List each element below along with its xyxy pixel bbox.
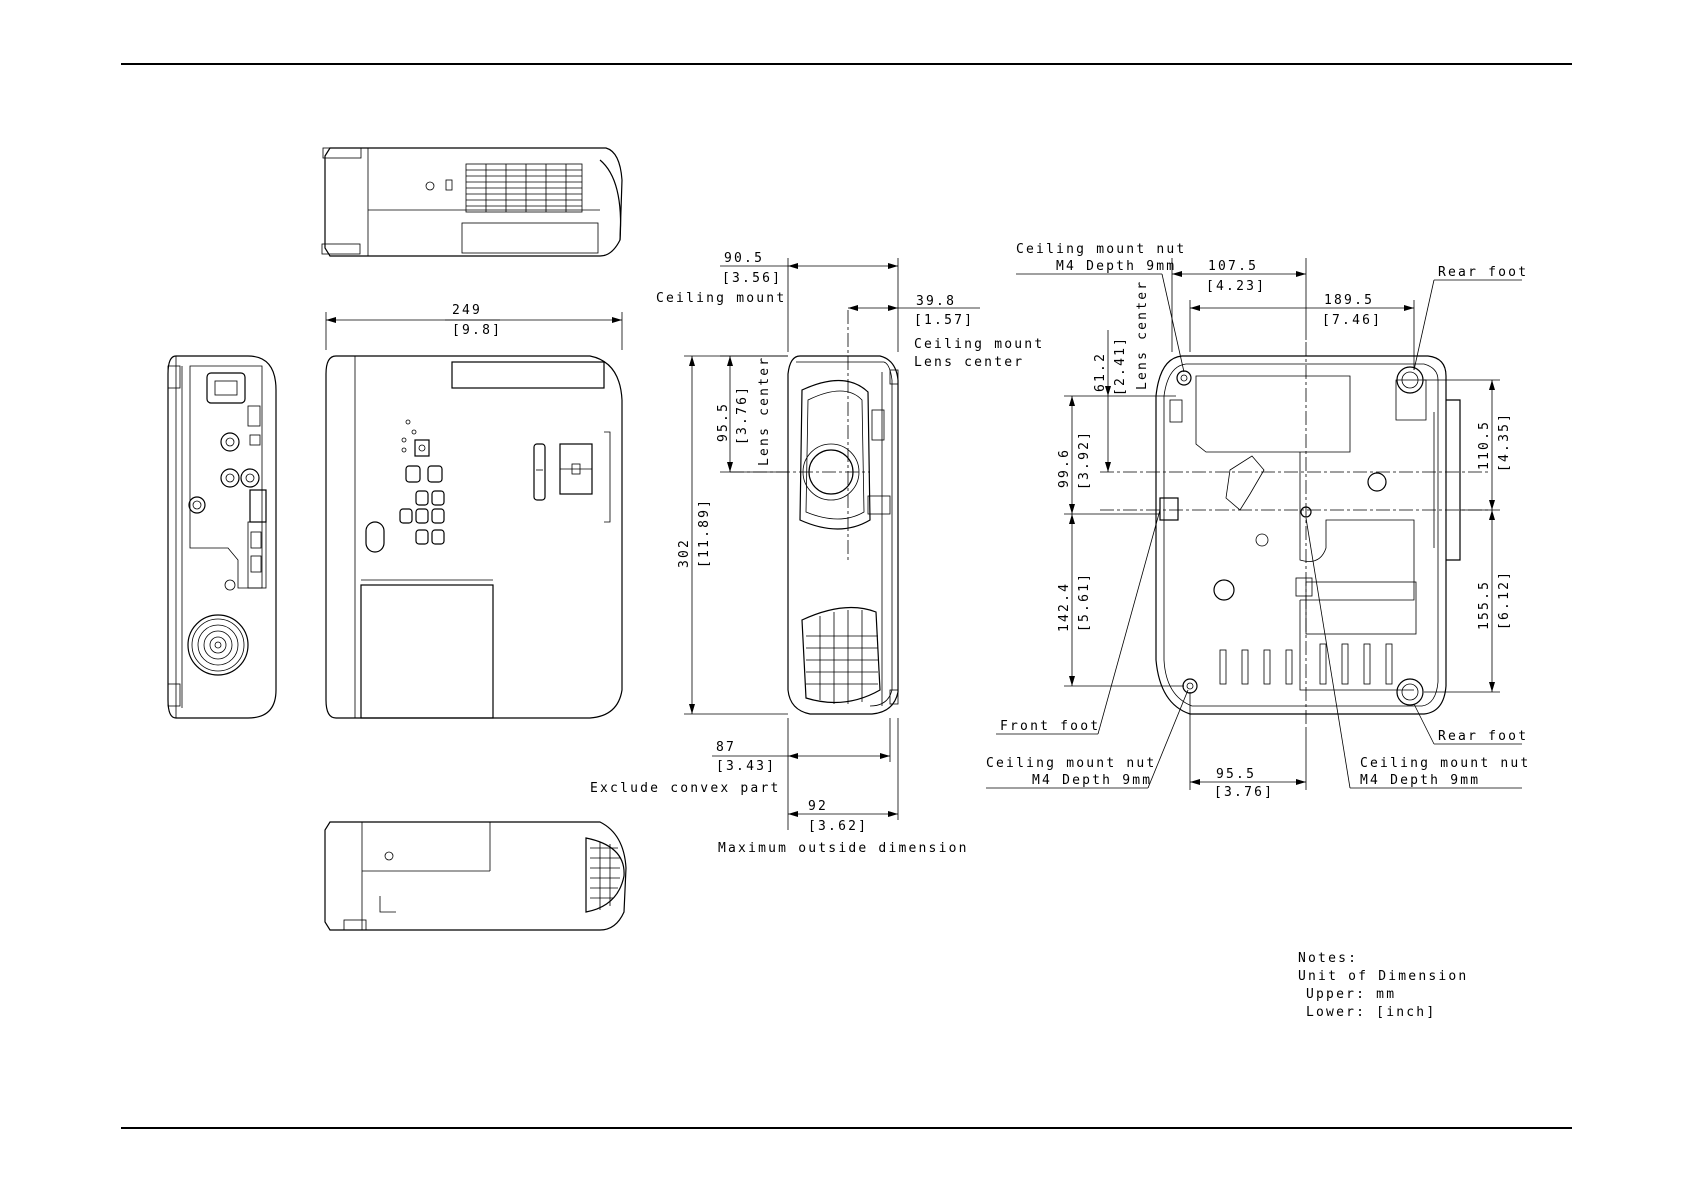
callout-nut-left: Ceiling mount nut M4 Depth 9mm — [986, 689, 1189, 789]
bottom-vents — [1219, 643, 1393, 685]
dim-ceiling-x-in: [3.56] — [722, 271, 782, 286]
hdmi-port-icon — [250, 531, 262, 549]
dim-107: 107.5 [4.23] — [1171, 258, 1307, 352]
callout-rear-foot-bottom: Rear foot — [1413, 703, 1528, 745]
bottom-view — [1100, 342, 1488, 728]
dim-height-min: 87 [3.43] Exclude convex part — [590, 718, 891, 830]
front-view — [730, 310, 899, 715]
dim-110-in: [4.35] — [1497, 412, 1512, 472]
dim-99: 99.6 [3.92] — [1057, 395, 1160, 515]
dim-lens-x-mm: 39.8 — [916, 294, 956, 309]
dim-107-mm: 107.5 — [1208, 259, 1258, 274]
notes-line1: Unit of Dimension — [1298, 969, 1468, 984]
usb-port-icon — [247, 405, 261, 427]
dim-95-bottom: 95.5 [3.76] — [1189, 692, 1307, 800]
dim-189: 189.5 [7.46] — [1189, 293, 1415, 370]
dim-lens-x: 39.8 [1.57] Ceiling mount Lens center — [848, 294, 1044, 370]
dim-height-max-in: [3.62] — [808, 819, 868, 834]
dim-height-max-mm: 92 — [808, 799, 828, 814]
dim-lens-x-in: [1.57] — [914, 313, 974, 328]
notes-title: Notes: — [1298, 951, 1358, 966]
dim-142-in: [5.61] — [1077, 572, 1092, 632]
notes-line3: Lower: [inch] — [1306, 1005, 1436, 1020]
vent-grille-bottom — [585, 837, 625, 913]
dim-155-mm: 155.5 — [1477, 580, 1492, 630]
dim-height-min-in: [3.43] — [716, 759, 776, 774]
callout-front-foot: Front foot — [996, 509, 1161, 735]
dim-lens-height: 95.5 [3.76] Lens center — [716, 355, 788, 473]
dim-width-mm: 249 — [452, 303, 482, 318]
dim-189-in: [7.46] — [1322, 313, 1382, 328]
feet-and-nuts — [1159, 366, 1424, 706]
rear-panel-view — [167, 355, 277, 719]
speaker-grille-icon — [187, 614, 249, 676]
dim-height-max: 92 [3.62] Maximum outside dimension — [718, 718, 969, 856]
dim-107-in: [4.23] — [1206, 279, 1266, 294]
dim-110-mm: 110.5 — [1477, 420, 1492, 470]
callout-rear-foot-top: Rear foot — [1413, 265, 1528, 371]
dim-189-mm: 189.5 — [1324, 293, 1374, 308]
dim-110: 110.5 [4.35] — [1424, 379, 1512, 511]
callout-nut-left-line1: Ceiling mount nut — [986, 756, 1156, 771]
callout-nut-right-line1: Ceiling mount nut — [1360, 756, 1530, 771]
top-view — [325, 355, 623, 719]
vent-grille-top — [465, 163, 583, 213]
front-vent-grille — [801, 606, 881, 704]
dim-height-min-mm: 87 — [716, 740, 736, 755]
dim-lens-x-label2: Lens center — [914, 355, 1024, 370]
dim-155-in: [6.12] — [1497, 570, 1512, 630]
callout-rear-foot-bottom-label: Rear foot — [1438, 729, 1528, 744]
notes-block: Notes: Unit of Dimension Upper: mm Lower… — [1298, 951, 1468, 1020]
dim-61-label: Lens center — [1135, 280, 1150, 390]
callout-nut-top-line2: M4 Depth 9mm — [1056, 259, 1176, 274]
dim-depth-in: [11.89] — [697, 498, 712, 568]
dim-lens-height-mm: 95.5 — [716, 402, 731, 442]
dim-lens-height-in: [3.76] — [735, 385, 750, 445]
callout-nut-right: Ceiling mount nut M4 Depth 9mm — [1305, 517, 1530, 789]
dim-99-mm: 99.6 — [1057, 448, 1072, 488]
vga-port-icon — [249, 489, 267, 523]
power-inlet-icon — [206, 372, 246, 404]
callout-nut-top: Ceiling mount nut M4 Depth 9mm — [1016, 242, 1186, 373]
dim-width: 249 [9.8] — [325, 303, 623, 350]
dim-lens-x-label1: Ceiling mount — [914, 337, 1044, 352]
dim-depth: 302 [11.89] — [677, 355, 788, 715]
dim-height-min-label: Exclude convex part — [590, 781, 781, 796]
dim-width-in: [9.8] — [452, 323, 502, 338]
callout-nut-right-line2: M4 Depth 9mm — [1360, 773, 1480, 788]
dim-ceiling-x-label: Ceiling mount — [656, 291, 786, 306]
dim-depth-mm: 302 — [677, 538, 692, 568]
dim-61-in: [2.41] — [1113, 336, 1128, 396]
dim-ceiling-x: 90.5 [3.56] Ceiling mount — [656, 251, 899, 352]
dim-ceiling-x-mm: 90.5 — [724, 251, 764, 266]
callout-nut-left-line2: M4 Depth 9mm — [1032, 773, 1152, 788]
dim-95-bottom-mm: 95.5 — [1216, 767, 1256, 782]
dim-height-max-label: Maximum outside dimension — [718, 841, 969, 856]
callout-rear-foot-top-label: Rear foot — [1438, 265, 1528, 280]
dim-155: 155.5 [6.12] — [1424, 510, 1512, 693]
notes-line2: Upper: mm — [1306, 987, 1396, 1002]
dim-142: 142.4 [5.61] — [1057, 514, 1184, 687]
dim-61: 61.2 [2.41] Lens center — [1093, 280, 1176, 472]
dim-95-bottom-in: [3.76] — [1214, 785, 1274, 800]
control-buttons — [365, 419, 445, 553]
dim-lens-height-label: Lens center — [757, 356, 772, 466]
callout-front-foot-label: Front foot — [1000, 719, 1100, 734]
side-view-bottom — [324, 821, 627, 931]
dim-142-mm: 142.4 — [1057, 582, 1072, 632]
focus-ring-icon — [533, 443, 546, 501]
side-view-top — [321, 147, 623, 257]
dim-61-mm: 61.2 — [1093, 352, 1108, 392]
dim-99-in: [3.92] — [1077, 430, 1092, 490]
callout-nut-top-line1: Ceiling mount nut — [1016, 242, 1186, 257]
